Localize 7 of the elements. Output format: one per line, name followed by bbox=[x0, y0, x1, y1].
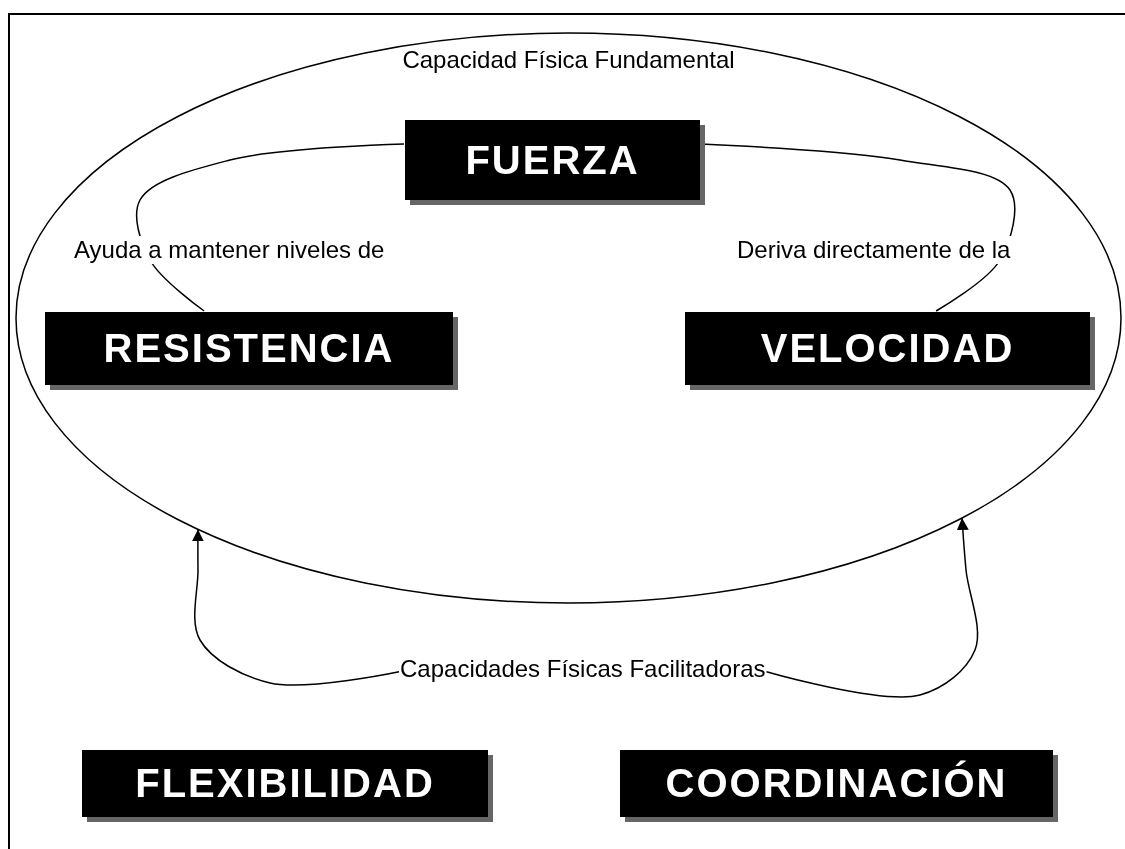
arrow bbox=[191, 528, 400, 686]
connector-line bbox=[135, 143, 405, 312]
edge-label: Ayuda a mantener niveles de bbox=[72, 236, 387, 264]
region-heading: Capacidad Física Fundamental bbox=[402, 46, 735, 74]
arrow bbox=[765, 517, 979, 698]
ellipse-region bbox=[15, 32, 1122, 604]
edge-label: Deriva directamente de la bbox=[735, 236, 1013, 264]
